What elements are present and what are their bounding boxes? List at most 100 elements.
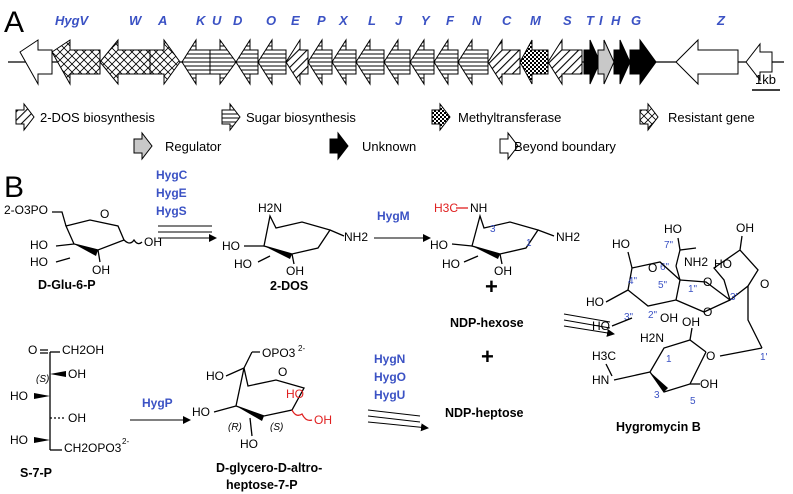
plus-sign: + [485, 274, 498, 299]
gene-arrow-W [99, 38, 151, 86]
atom-number: 3 [490, 224, 496, 235]
ring-oxygen: O [760, 277, 769, 291]
hydroxyl-label: HO [10, 389, 28, 403]
hydroxyl-label: OH [700, 377, 718, 391]
legend-sugar-label: Sugar biosynthesis [246, 110, 356, 125]
gene-arrow-E [285, 38, 309, 86]
ring-oxygen: O [278, 365, 287, 379]
hydroxyl-label: HO [10, 433, 28, 447]
atom-number: 1 [526, 238, 532, 249]
gene-label-M: M [530, 13, 542, 28]
hydroxyl-label: HO [240, 437, 258, 451]
gene-arrow-H [613, 39, 631, 85]
legend-methyl-swatch [431, 102, 451, 132]
gene-label-P: P [317, 13, 326, 28]
gene-arrow-L [355, 38, 385, 86]
legend-resistant-label: Resistant gene [668, 110, 755, 125]
legend-methyl-label: Methyltransferase [458, 110, 561, 125]
hydroxyl-label: HO [586, 295, 604, 309]
2-dos-label: 2-DOS [270, 279, 308, 293]
charge-label: 2- [122, 437, 129, 446]
gene-arrow-A [149, 38, 181, 86]
hydroxyl-label-highlight: HO [286, 387, 304, 401]
sedoheptulose-7-phosphate-structure: O CH2OH (S) OH HO OH HO CH2OPO3 2- S-7-P [10, 343, 129, 480]
stereo-label: (S) [270, 422, 283, 433]
gene-arrow-F [433, 38, 459, 86]
atom-number: 1" [688, 284, 698, 295]
gene-arrow-D [235, 38, 259, 86]
atom-number: 5" [658, 280, 668, 291]
hydroxyl-label-highlight: OH [314, 413, 332, 427]
panel-a-label: A [4, 6, 24, 39]
hydroxyl-label: OH [68, 411, 86, 425]
hydroxyl-label: OH [682, 315, 700, 329]
gene-arrow-J [383, 38, 411, 86]
gene-arrow-Z [675, 38, 739, 86]
hydroxyl-label: OH [68, 367, 86, 381]
hydroxyl-label: OH [92, 263, 110, 277]
amine-label: HN [592, 373, 609, 387]
legend-sugar-swatch [221, 102, 241, 132]
gene-label-K: K [196, 13, 207, 28]
stereo-label: (S) [36, 374, 49, 385]
gene-arrow-U [209, 38, 237, 86]
gene-label-X: X [338, 13, 349, 28]
heptose-7-phosphate-structure: OPO3 2- HO O HO OH HO (R) (S) HO D-glyce… [192, 344, 332, 492]
legend-resistant-swatch [639, 102, 659, 132]
gene-arrow-N [457, 38, 489, 86]
enzyme-hygN: HygN [374, 352, 405, 366]
gene-arrow-O [257, 38, 287, 86]
gene-arrow-X [331, 38, 357, 86]
atom-number: 7" [664, 240, 674, 251]
enzyme-hygM: HygM [377, 209, 410, 223]
heptose-label-line1: D-glycero-D-altro- [216, 461, 322, 475]
phosphate-group: OPO3 [262, 346, 296, 360]
enzyme-hygE: HygE [156, 186, 187, 200]
methyl-group: H3C [592, 349, 616, 363]
atom-number: 4" [628, 276, 638, 287]
gene-label-E: E [291, 13, 300, 28]
hydroxyl-label: HO [430, 238, 448, 252]
gene-label-D: D [233, 13, 243, 28]
hydroxyl-label: HO [234, 257, 252, 271]
enzyme-hygU: HygU [374, 388, 405, 402]
gene-label-H: H [611, 13, 621, 28]
legend: 2-DOS biosynthesis Sugar biosynthesis Me… [15, 102, 755, 161]
hygromycin-b-label: Hygromycin B [616, 420, 701, 434]
gene-arrow-hygV [51, 39, 101, 86]
legend-regulator-swatch [133, 131, 153, 161]
ring-oxygen: O [100, 207, 109, 221]
amine-label: H2N [258, 201, 282, 215]
legend-dos-label: 2-DOS biosynthesis [40, 110, 155, 125]
gene-label-N: N [472, 13, 482, 28]
amine-label: NH2 [556, 230, 580, 244]
charge-label: 2- [298, 344, 305, 353]
enzyme-hygP: HygP [142, 396, 173, 410]
atom-number: 5 [690, 396, 696, 407]
gene-label-hygV: HygV [55, 13, 90, 28]
gene-arrow-beyond-left [19, 39, 53, 86]
methyl-group: H3C [434, 201, 458, 215]
gene-label-A: A [157, 13, 167, 28]
legend-unknown-swatch [329, 131, 349, 161]
carbonyl-oxygen: O [28, 343, 37, 357]
gene-label-I: I [599, 13, 603, 28]
ch2opo3-group: CH2OPO3 [64, 441, 122, 455]
phosphate-group: 2-O3PO [4, 203, 48, 217]
enzyme-hygS: HygS [156, 204, 187, 218]
hydroxyl-label: OH [286, 264, 304, 278]
hydroxyl-label: HO [206, 369, 224, 383]
atom-number: 2" [648, 310, 658, 321]
gene-label-Z: Z [716, 13, 726, 28]
amine-label: NH [470, 201, 487, 215]
legend-beyond-label: Beyond boundary [514, 139, 616, 154]
gene-arrow-M [519, 39, 549, 85]
gene-arrow-Y [409, 38, 435, 86]
hydroxyl-label: HO [612, 237, 630, 251]
hydroxyl-label: HO [664, 222, 682, 236]
ndp-heptose-label: NDP-heptose [445, 406, 524, 420]
gene-label-G: G [631, 13, 641, 28]
hygromycin-b-structure: HO 7" NH2 6" HO O 4" 5" OH 1" 2" 3" HO H… [586, 221, 769, 434]
atom-number: 3" [624, 312, 634, 323]
